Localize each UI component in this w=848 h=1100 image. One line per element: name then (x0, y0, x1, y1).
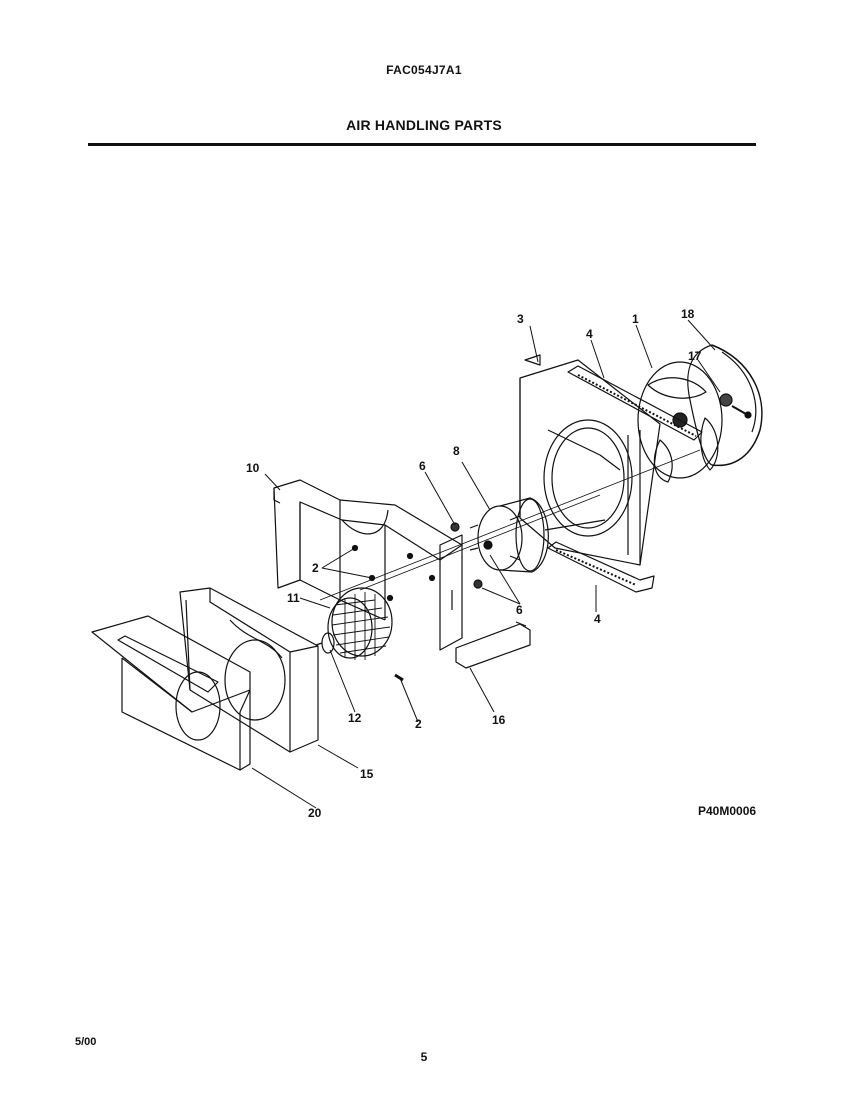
part-15-housing (179, 587, 319, 753)
callout-10: 10 (246, 461, 260, 475)
shaft-guide-lines (319, 449, 701, 601)
section-title: AIR HANDLING PARTS (346, 117, 502, 133)
callout-4-lower: 4 (594, 612, 601, 626)
part-4-upper-gasket (567, 365, 703, 441)
part-3-bulkhead (519, 354, 661, 566)
callout-12: 12 (348, 711, 362, 725)
callout-16: 16 (492, 713, 506, 727)
part-12-hub (315, 632, 335, 654)
figure-code: P40M0006 (698, 804, 757, 818)
callout-18: 18 (681, 307, 695, 321)
callout-8: 8 (453, 444, 460, 458)
part-10-scroll (273, 479, 463, 621)
callout-1: 1 (632, 312, 639, 326)
callout-15: 15 (360, 767, 374, 781)
part-18-shroud (687, 344, 763, 467)
callout-20: 20 (308, 806, 322, 820)
part-20-grille (91, 615, 251, 771)
callout-17: 17 (688, 349, 702, 363)
part-2-screws (351, 544, 436, 682)
model-number: FAC054J7A1 (386, 63, 462, 77)
callout-6-upper: 6 (419, 459, 426, 473)
title-rule (88, 143, 756, 146)
part-6-mount-bracket (439, 522, 483, 651)
callout-4-upper: 4 (586, 327, 593, 341)
callout-2-upper: 2 (312, 561, 319, 575)
part-1-fan-blade (637, 361, 723, 483)
part-4-lower-gasket (547, 541, 655, 593)
part-8-motor (469, 497, 549, 573)
callout-2-lower: 2 (415, 717, 422, 731)
callout-11: 11 (287, 591, 300, 605)
callout-6-lower: 6 (516, 603, 523, 617)
callout-3: 3 (517, 312, 524, 326)
page-number: 5 (420, 1050, 428, 1064)
revision-date: 5/00 (75, 1036, 97, 1048)
leader-lines (251, 319, 721, 809)
part-11-blower-wheel (327, 587, 393, 660)
part-16-bracket (455, 621, 531, 669)
part-17-nut (719, 393, 752, 419)
